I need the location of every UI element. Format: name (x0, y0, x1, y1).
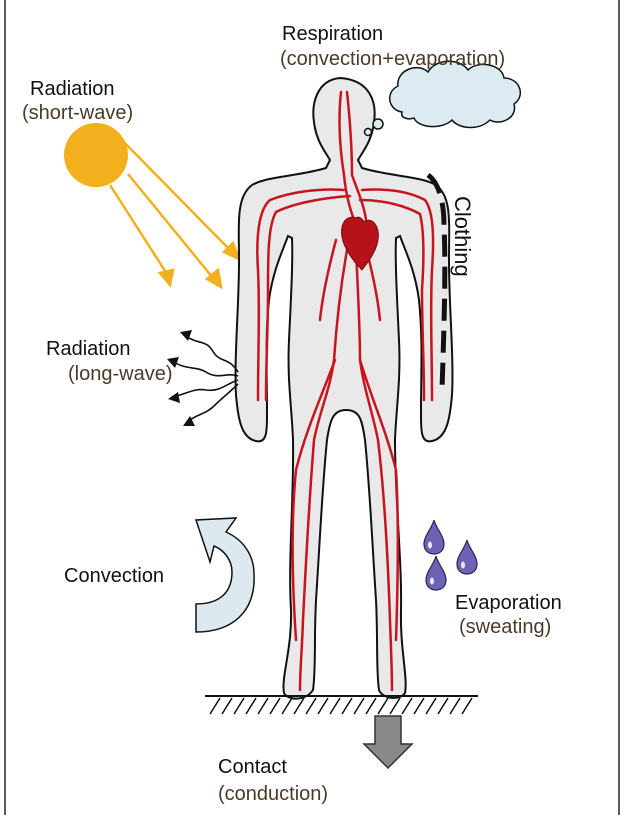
ground-surface (205, 696, 478, 714)
respiration-detail: (convection+evaporation) (280, 48, 505, 70)
radiation-long-detail: (long-wave) (68, 363, 172, 385)
long-wave-radiation-arrows (174, 336, 238, 420)
short-wave-ray-arrows (110, 132, 239, 287)
convection-arrow-icon (196, 518, 254, 632)
contact-title: Contact (218, 756, 287, 778)
contact-detail: (conduction) (218, 783, 328, 805)
respiration-title: Respiration (282, 23, 383, 45)
conduction-down-arrow-icon (364, 716, 412, 768)
clothing-label: Clothing (450, 196, 475, 277)
evaporation-detail: (sweating) (459, 616, 551, 638)
radiation-long-title: Radiation (46, 338, 131, 360)
convection-label: Convection (64, 565, 164, 587)
evaporation-title: Evaporation (455, 592, 562, 614)
radiation-short-detail: (short-wave) (22, 102, 133, 124)
sun-icon (64, 123, 128, 187)
radiation-short-title: Radiation (30, 78, 115, 100)
breath-cloud-icon (365, 61, 521, 135)
